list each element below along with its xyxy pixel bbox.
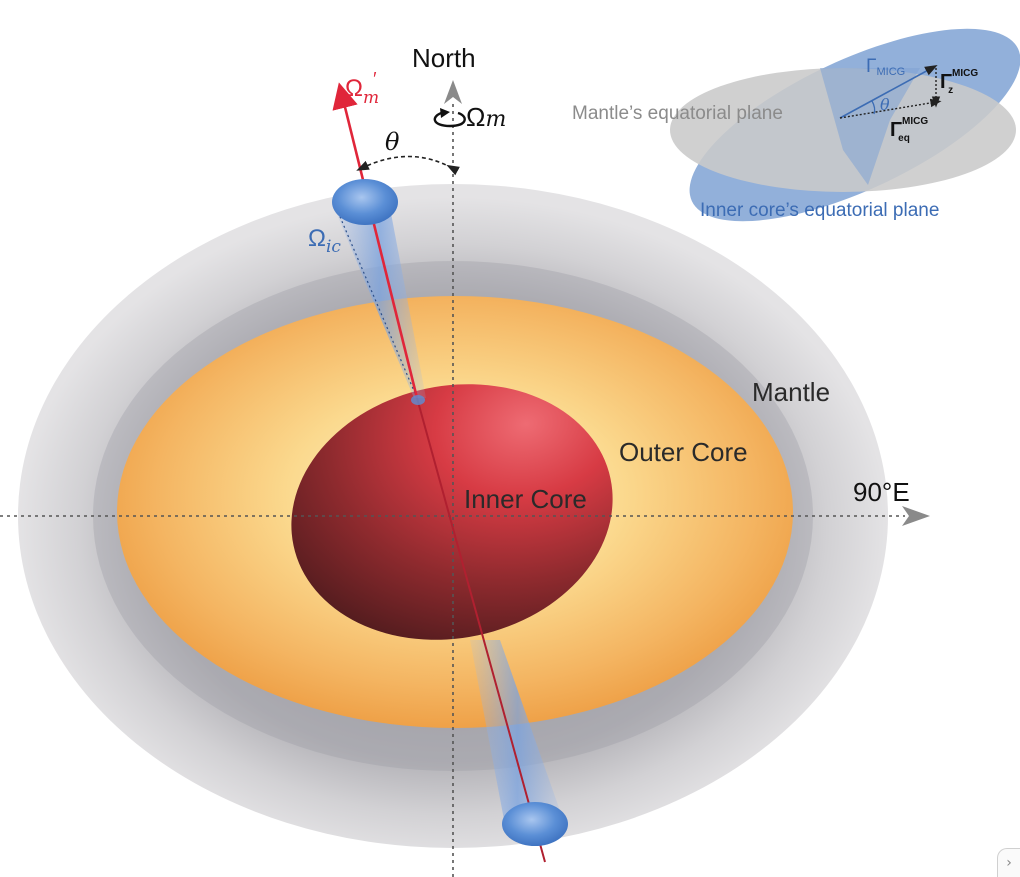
tilted-rotation-axis (332, 82, 419, 399)
cone-dotted-edge (337, 211, 418, 399)
axis-pivot (411, 395, 425, 405)
east-label: 90°E (853, 477, 910, 507)
omega-ic-label: Ωic (308, 225, 341, 257)
plane-overlap (820, 68, 920, 185)
lower-precession-cap (502, 802, 568, 846)
lower-cone (470, 640, 565, 825)
inner-core-label: Inner Core (464, 484, 587, 514)
rotation-loop-icon (433, 110, 466, 128)
mantle-plane-label: Mantle’s equatorial plane (572, 103, 783, 124)
omega-m-prime-label: Ωm′ (345, 69, 379, 108)
north-arrow-head (444, 80, 462, 104)
upper-cone (333, 205, 426, 398)
inner-core-axis (416, 397, 546, 863)
omega-m-label: Ωm (466, 102, 506, 132)
inner-core-plane-label: Inner core’s equatorial plane (700, 200, 939, 221)
east-arrow-head (902, 506, 930, 526)
gamma-micg-vector (839, 64, 938, 119)
inset-theta-arc (871, 100, 876, 115)
mantle-label: Mantle (752, 377, 830, 407)
theta-label: θ (385, 128, 400, 156)
north-label: North (412, 43, 476, 73)
gamma-micg-label: ΓMICG (866, 56, 905, 78)
inner-core (291, 384, 613, 640)
rotation-loop-arrow (440, 108, 450, 118)
upper-precession-cap (332, 179, 398, 225)
outer-core-label: Outer Core (619, 437, 748, 467)
inset-equatorial-planes: Mantle’s equatorial plane Inner core’s e… (572, 28, 1020, 222)
next-arrow-button[interactable]: › (997, 848, 1020, 877)
theta-arc (356, 155, 460, 176)
gamma-eq-vector (839, 98, 942, 119)
inset-theta-label: θ (880, 95, 890, 114)
